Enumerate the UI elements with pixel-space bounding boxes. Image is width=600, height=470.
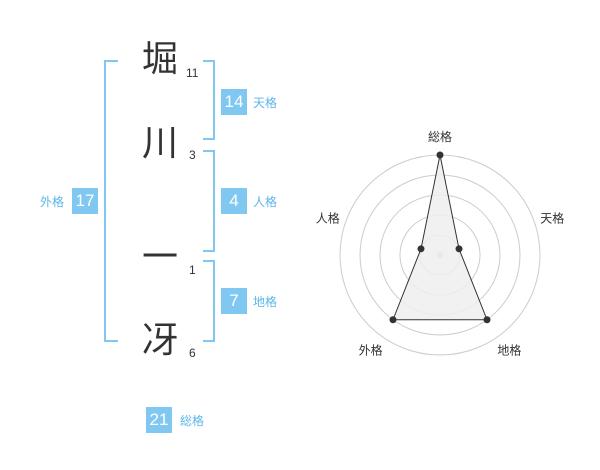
tenkaku-value: 14	[221, 89, 247, 115]
radar-point-1	[455, 245, 463, 253]
stroke-count-2: 3	[189, 148, 196, 162]
jinkaku-label: 人格	[253, 195, 278, 209]
jinkaku-value: 4	[221, 188, 247, 214]
radar-axis-label-2: 地格	[497, 343, 521, 358]
name-char-3: 一	[141, 237, 178, 278]
tenkaku-bracket	[203, 60, 215, 140]
radar-axis-label-3: 外格	[359, 343, 383, 358]
soukaku-value: 21	[146, 407, 172, 433]
radar-points	[389, 151, 491, 324]
name-char-2: 川	[141, 123, 178, 164]
gaikaku-label: 外格	[40, 195, 65, 209]
stroke-count-4: 6	[189, 346, 196, 360]
jinkaku-bracket	[203, 150, 215, 252]
soukaku-label: 総格	[180, 414, 205, 428]
gaikaku-bracket	[104, 60, 118, 342]
radar-point-0	[436, 151, 444, 159]
radar-axis-label-4: 人格	[316, 211, 340, 226]
stroke-count-1: 11	[186, 66, 199, 80]
gaikaku-value: 17	[72, 188, 98, 214]
radar-axis-label-0: 総格	[428, 129, 452, 144]
radar-point-4	[417, 245, 425, 253]
radar-point-2	[483, 316, 491, 324]
radar-axis-label-1: 天格	[540, 211, 564, 226]
stroke-count-3: 1	[189, 263, 196, 277]
radar-area	[392, 154, 488, 321]
name-char-1: 堀	[141, 39, 178, 80]
chikaku-label: 地格	[253, 295, 278, 309]
chikaku-bracket	[203, 260, 215, 342]
name-char-4: 冴	[141, 320, 178, 361]
radar-point-3	[389, 316, 397, 324]
chikaku-value: 7	[221, 288, 247, 314]
tenkaku-label: 天格	[253, 96, 278, 110]
